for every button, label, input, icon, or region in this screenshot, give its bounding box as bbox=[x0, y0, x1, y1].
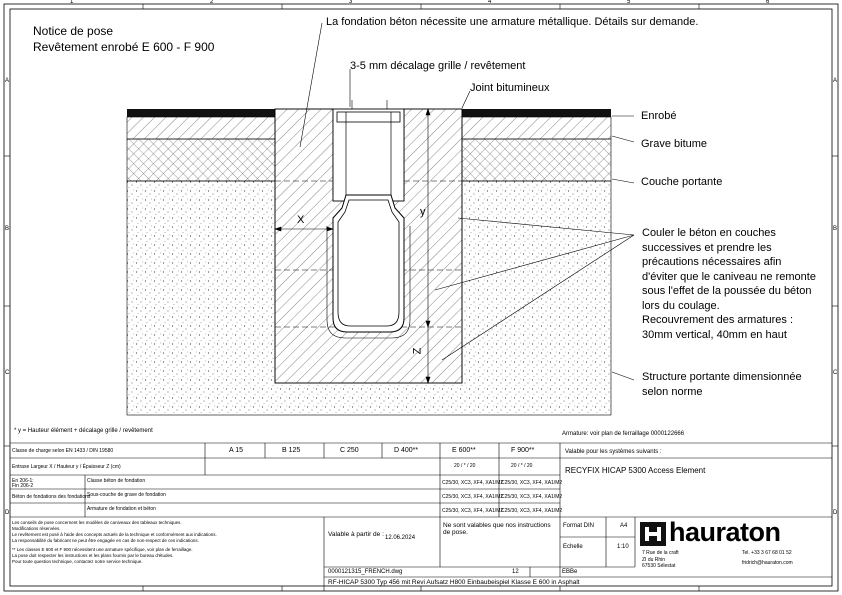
grid-row-c-right: C bbox=[833, 370, 838, 376]
concrete-f900-2: C25/30, XC3, XF4, XA1/M2 bbox=[501, 494, 563, 500]
legal-line: Pour toute question technique, contactez… bbox=[12, 559, 143, 564]
valid-from-date: 12.06.2024 bbox=[385, 535, 416, 541]
row3-mid-3: Armature de fondation et béton bbox=[87, 506, 156, 512]
structure-note-line: Structure portante dimensionnée bbox=[642, 371, 802, 383]
valid-from-label: Valable à partir de : bbox=[328, 531, 384, 538]
concrete-note-line: sous l'effet de la poussée du béton bbox=[642, 285, 812, 297]
grid-row-a: A bbox=[5, 78, 10, 84]
legal-line: Le revêtement est posé à l'aide des conc… bbox=[12, 532, 217, 537]
concrete-note-line: d'éviter que le caniveau ne remonte bbox=[642, 270, 816, 283]
concrete-note-line: Recouvrement des armatures : bbox=[642, 314, 794, 326]
grid-row-a-right: A bbox=[833, 78, 838, 84]
row3-mid-2: Sous-couche de grave de fondation bbox=[87, 492, 166, 498]
grid-row-b: B bbox=[5, 226, 10, 232]
concrete-note-line: précautions nécessaires afin bbox=[642, 256, 782, 268]
dim-z-label: Z bbox=[411, 347, 424, 355]
hauraton-logo-mark bbox=[640, 522, 666, 546]
row3-label: Béton de fondations des fondations bbox=[12, 494, 91, 500]
class-d400: D 400** bbox=[394, 447, 419, 454]
row2-label: Entraxe Largeur X / Hauteur y / Épaisseu… bbox=[12, 464, 121, 470]
structure-note-line: selon norme bbox=[642, 385, 703, 398]
title-block bbox=[10, 442, 832, 591]
class-a15: A 15 bbox=[229, 447, 244, 454]
concrete-note-line: 30mm vertical, 40mm en haut bbox=[642, 328, 787, 341]
ebbe-code: EBBe bbox=[562, 569, 578, 575]
grid-row-b-right: B bbox=[833, 226, 838, 232]
company-address: 7 Rue de la craft ZI du Rhin 67530 Séles… bbox=[642, 550, 679, 570]
grid-col-6: 6 bbox=[766, 0, 770, 5]
concrete-note-line: Couler le béton en couches bbox=[642, 227, 776, 239]
row2-e600: 20 / * / 20 bbox=[454, 463, 476, 469]
address-line: 7 Rue de la craft bbox=[642, 550, 679, 556]
row3-mid-1: Classe béton de fondation bbox=[87, 478, 146, 484]
class-c250: C 250 bbox=[340, 447, 359, 454]
concrete-f900-1: C25/30, XC3, XF4, XA1/M2 bbox=[501, 480, 563, 486]
bottom-reference: RF-HICAP 5300 Typ 456 mit Revi Aufsatz H… bbox=[328, 579, 580, 586]
concrete-note-line: lors du coulage. bbox=[642, 299, 720, 312]
concrete-e600-3: C25/30, XC3, XF4, XA1/M2 bbox=[442, 508, 504, 514]
valid-for: Valable pour les systèmes suivants : bbox=[565, 449, 662, 455]
concrete-f900-3: C25/30, XC3, XF4, XA1/M2 bbox=[501, 508, 563, 514]
drawing-number: 0000121315_FRENCH.dwg bbox=[328, 569, 403, 575]
drainage-channel bbox=[326, 108, 411, 339]
company-email: fridrich@hauraton.com bbox=[742, 560, 793, 566]
grid-row-d: D bbox=[5, 510, 10, 516]
class-f900: F 900** bbox=[511, 447, 535, 454]
grid-col-3: 3 bbox=[349, 0, 353, 5]
enrobe-label: Enrobé bbox=[641, 110, 677, 122]
product-name: RECYFIX HICAP 5300 Access Element bbox=[565, 466, 706, 475]
scale-label: Echelle bbox=[563, 544, 583, 550]
revision: 12 bbox=[512, 569, 519, 575]
format-value: A4 bbox=[620, 523, 628, 529]
armature-note: Armature: voir plan de ferraillage 00001… bbox=[562, 431, 685, 437]
grave-label: Grave bitume bbox=[641, 138, 708, 150]
leader-lines bbox=[299, 22, 635, 381]
legal-text: Les conseils de pose concernent les modè… bbox=[12, 520, 320, 565]
class-e600: E 600** bbox=[452, 447, 476, 454]
footnote-y: * y = Hauteur élément + décalage grille … bbox=[14, 428, 153, 434]
row3a: En 206-1: bbox=[12, 478, 34, 484]
legal-line: Les conseils de pose concernent les modè… bbox=[12, 520, 182, 525]
legal-line: ** Les classes E 600 et F 900 nécessiten… bbox=[12, 547, 193, 552]
company-name: hauraton bbox=[669, 517, 781, 547]
concrete-note: Couler le béton en couches successives e… bbox=[642, 226, 816, 342]
address-line: 67530 Sélestat bbox=[642, 563, 676, 569]
concrete-e600-1: C25/30, XC3, XF4, XA1/M2 bbox=[442, 480, 504, 486]
grid-col-4: 4 bbox=[488, 0, 492, 5]
scale-value: 1:10 bbox=[617, 544, 629, 550]
row2-f900: 20 / * / 20 bbox=[511, 463, 533, 469]
validity-note: Ne sont valables que nos instructions de… bbox=[443, 522, 551, 536]
legal-line: La pose doit respecter les instructions … bbox=[12, 553, 174, 558]
grid-col-2: 2 bbox=[210, 0, 214, 5]
dim-x-label: X bbox=[297, 214, 305, 226]
concrete-note-line: successives et prendre les bbox=[642, 241, 772, 254]
grid-row-c: C bbox=[5, 370, 10, 376]
format-label: Format DIN bbox=[563, 523, 595, 529]
grid-row-d-right: D bbox=[833, 510, 838, 516]
legal-line: La responsabilité du fabricant ne peut ê… bbox=[12, 538, 199, 543]
couche-label: Couche portante bbox=[641, 176, 723, 188]
class-label: Classe de charge selon EN 1433 / DIN 195… bbox=[12, 448, 114, 454]
grid-col-1: 1 bbox=[70, 0, 74, 5]
foundation-note: La fondation béton nécessite une armatur… bbox=[326, 16, 699, 28]
title-line2: Revêtement enrobé E 600 - F 900 bbox=[33, 40, 215, 54]
title-line1: Notice de pose bbox=[33, 24, 114, 38]
grid-col-5: 5 bbox=[627, 0, 631, 5]
company-phone: Tel. +33 3 67 68 01 52 bbox=[742, 550, 792, 556]
dim-y-label: y bbox=[420, 206, 426, 218]
dimension-lines bbox=[274, 100, 431, 384]
joint-label: Joint bitumineux bbox=[470, 82, 550, 94]
legal-line: Modifications réservées. bbox=[12, 526, 61, 531]
class-b125: B 125 bbox=[282, 447, 301, 454]
offset-label: 3-5 mm décalage grille / revêtement bbox=[350, 60, 526, 72]
structure-note: Structure portante dimensionnée selon no… bbox=[642, 370, 802, 399]
row3b: Fin 206-2 bbox=[12, 483, 34, 489]
concrete-e600-2: C25/30, XC3, XF4, XA1/M2 bbox=[442, 494, 504, 500]
address-line: ZI du Rhin bbox=[642, 556, 666, 563]
